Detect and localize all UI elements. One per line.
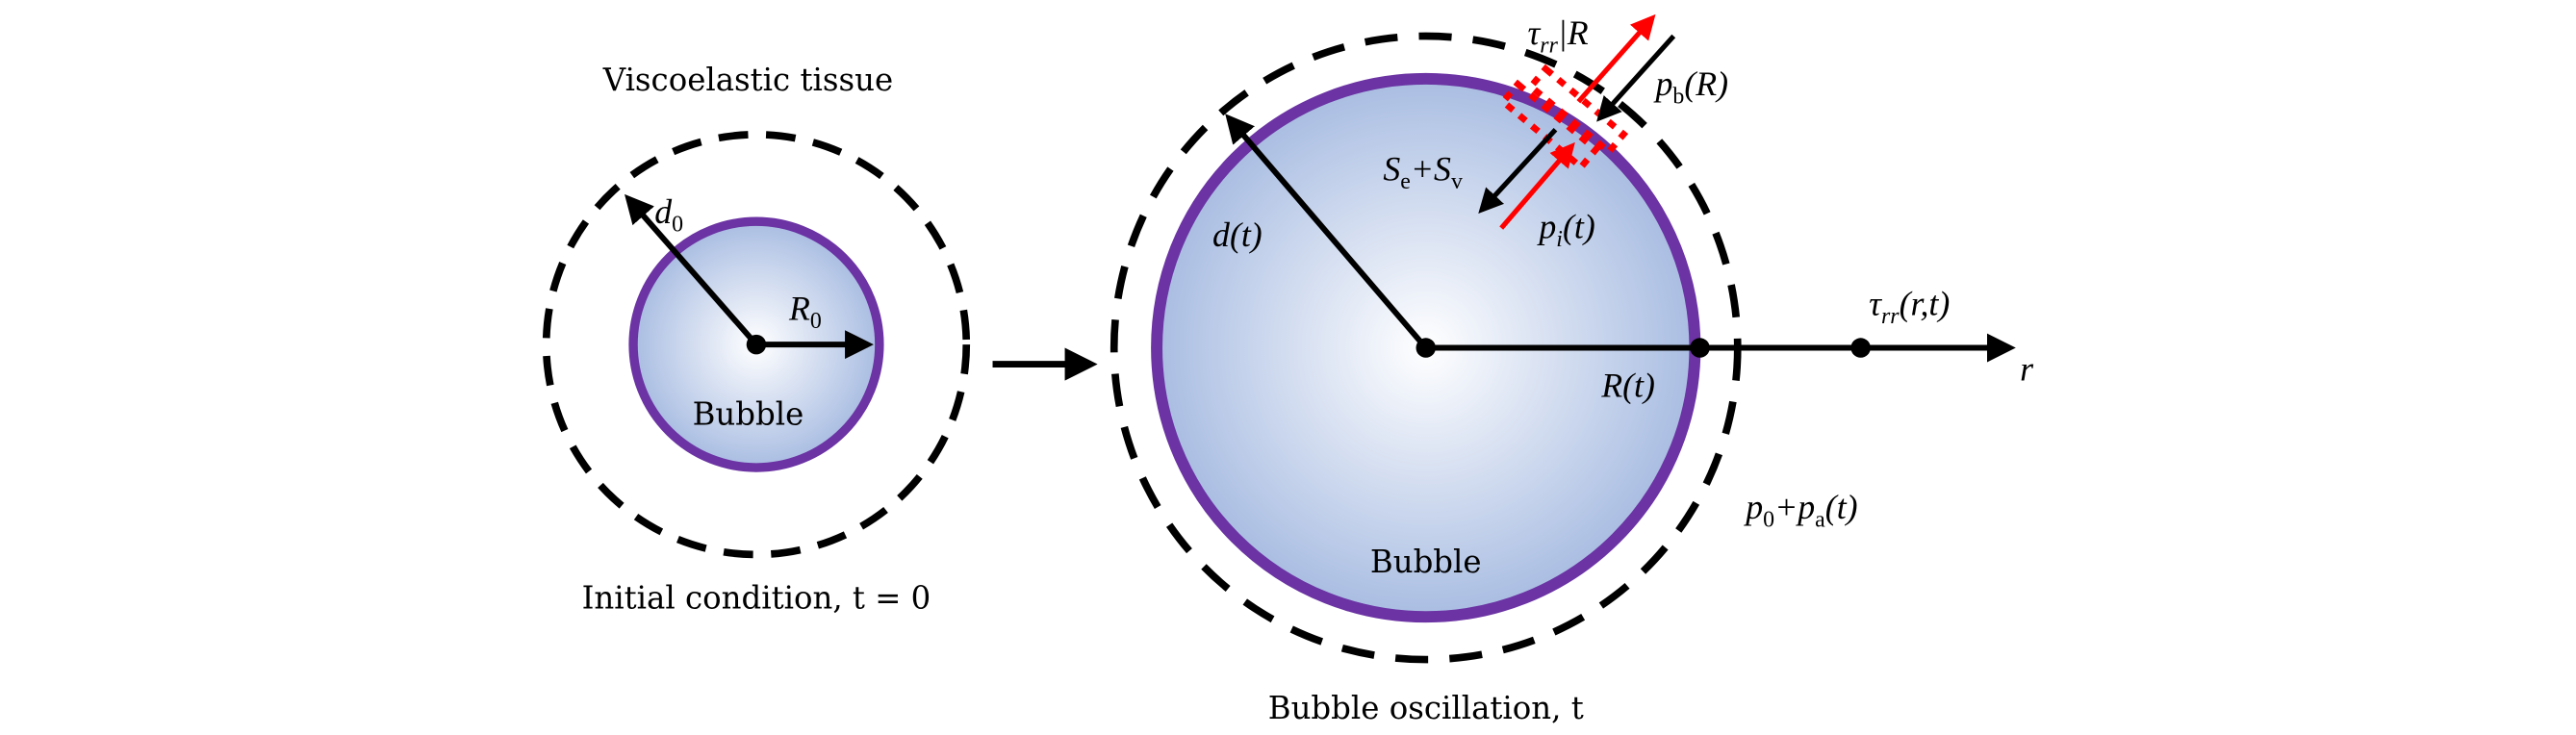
- bubble-label: Bubble: [1370, 544, 1482, 580]
- tau-R-arrow: [1576, 13, 1656, 104]
- initial-caption: Initial condition, t = 0: [582, 580, 931, 617]
- tau-field-label: τrr(r,t): [1869, 284, 1950, 329]
- initial-condition-panel: Viscoelastic tissue d0 R0 Bubble Initial…: [542, 62, 971, 617]
- pb-arrow: [1596, 34, 1676, 122]
- pi-label: pi(t): [1536, 207, 1594, 252]
- center-dot: [746, 334, 767, 355]
- d0-label: d0: [654, 192, 683, 238]
- bubble-label: Bubble: [693, 396, 804, 433]
- oscillation-panel: τrr|R pb(R) Se+Sv pi(t) d(t) R(t) τrr(r,…: [1109, 13, 2034, 726]
- d0-arrow: [625, 193, 759, 347]
- R0-label: R0: [788, 290, 822, 335]
- r-axis-label: r: [2020, 350, 2034, 389]
- R-label: R(t): [1600, 367, 1655, 405]
- d-arrow: [1225, 114, 1429, 350]
- d-label: d(t): [1212, 215, 1262, 254]
- tissue-boundary-dashed: [542, 131, 971, 559]
- oscillation-caption: Bubble oscillation, t: [1268, 690, 1584, 726]
- surface-stress-label: Se+Sv: [1383, 150, 1463, 195]
- tau-R-label: τrr|R: [1527, 13, 1588, 59]
- bubble-wall-dot: [1690, 338, 1710, 358]
- surface-stress-arrow: [1478, 127, 1558, 215]
- tissue-title: Viscoelastic tissue: [602, 62, 893, 98]
- pi-arrow: [1499, 141, 1575, 230]
- field-point-dot: [1850, 338, 1871, 358]
- pb-label: pb(R): [1652, 64, 1728, 110]
- ambient-pressure-label: p0+pa(t): [1743, 488, 1857, 533]
- center-dot: [1416, 338, 1436, 358]
